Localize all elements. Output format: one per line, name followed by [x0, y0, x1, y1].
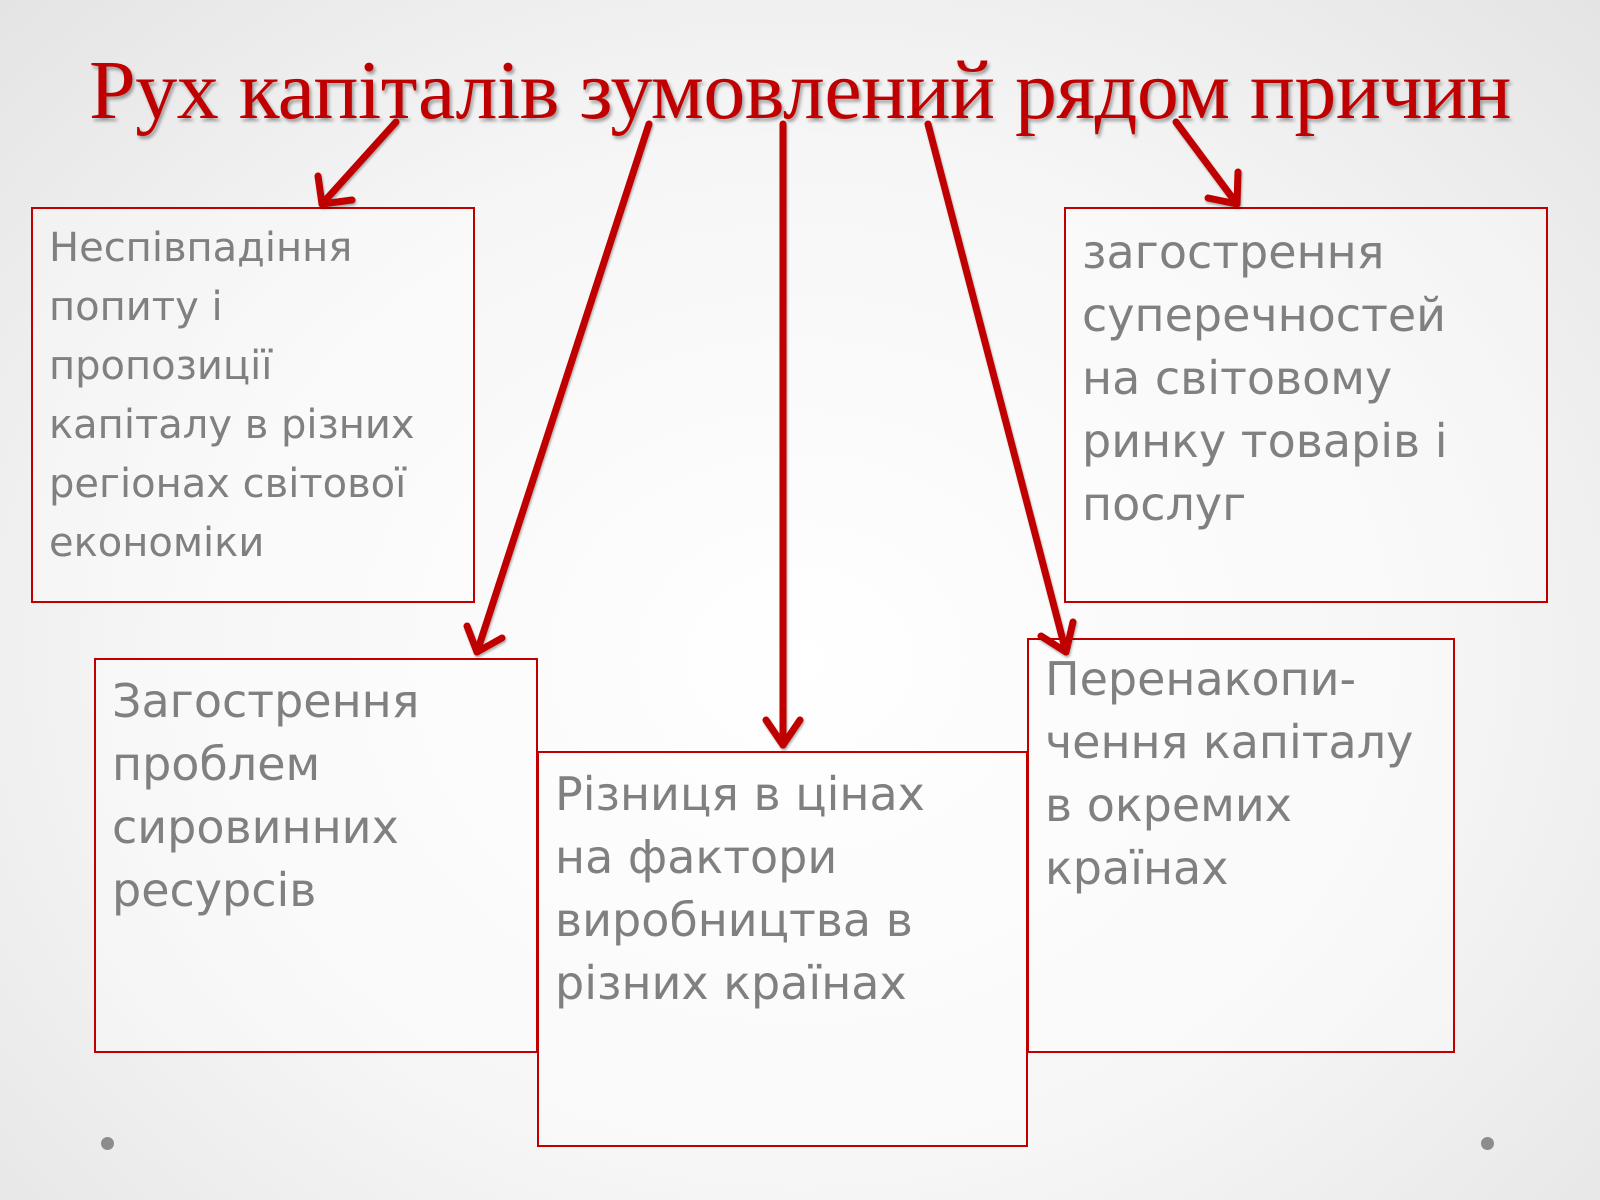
slide-bullet-dot-right [1481, 1137, 1494, 1150]
cause-box-capital-overaccumulation: Перенакопи- чення капіталу в окремих кра… [1027, 638, 1455, 1053]
arrow-to-box-4 [762, 120, 804, 749]
cause-box-raw-materials: Загострення проблем сировинних ресурсів [94, 658, 538, 1053]
arrow-to-box-2 [1172, 118, 1242, 208]
slide-bullet-dot-left [101, 1137, 114, 1150]
arrow-to-box-3 [463, 120, 653, 656]
cause-box-factor-price-difference: Різниця в цінах на фактори виробництва в… [537, 751, 1028, 1147]
cause-box-supply-demand-mismatch: Неспівпадіння попиту і пропозиції капіта… [31, 207, 475, 603]
cause-box-market-contradictions: загострення суперечностей на світовому р… [1064, 207, 1548, 603]
arrow-to-box-5 [924, 120, 1077, 656]
slide-title: Рух капіталів зумовлений рядом причин [89, 44, 1511, 137]
arrow-to-box-1 [314, 118, 400, 208]
